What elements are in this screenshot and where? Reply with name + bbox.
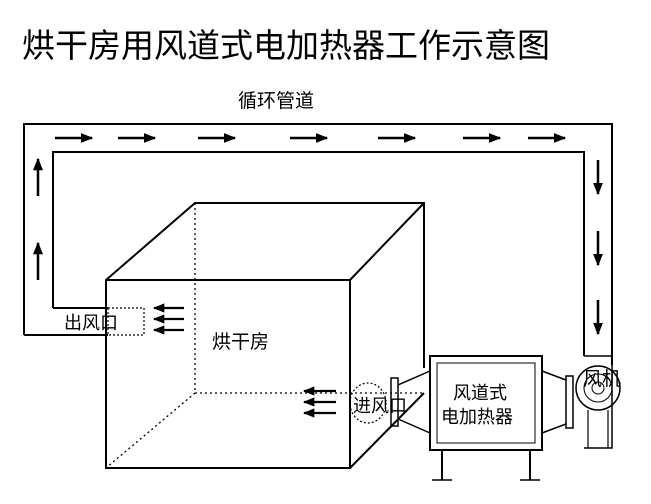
heater-label-line2: 电加热器	[441, 407, 513, 428]
inlet-opening	[349, 382, 387, 424]
duct-inner-wall	[52, 151, 585, 356]
fan	[575, 355, 621, 449]
drying-room-front-face	[105, 279, 351, 469]
heater-body-inner	[436, 362, 536, 444]
inlet-label: 进风口	[353, 396, 407, 417]
heater-label-line1: 风道式	[453, 383, 507, 404]
drying-room-top-right	[105, 202, 425, 368]
outlet-arrows	[152, 303, 184, 335]
duct-heater	[429, 355, 543, 481]
drying-room-side-edge	[349, 392, 425, 469]
diagram-title: 烘干房用风道式电加热器工作示意图	[22, 26, 550, 65]
drying-room-hidden-floor	[105, 392, 196, 469]
outlet-flange	[541, 370, 574, 434]
drying-room-label: 烘干房	[212, 331, 269, 353]
inlet-flange	[390, 370, 431, 434]
fan-housing	[584, 355, 613, 449]
duct-outer-wall	[23, 123, 613, 365]
fan-icon	[575, 365, 621, 411]
drying-room	[105, 202, 425, 469]
heater-body-outer	[429, 355, 543, 451]
circulation-duct-label: 循环管道	[238, 90, 314, 112]
inlet-arrows	[302, 386, 336, 418]
fan-label: 风机	[583, 368, 621, 390]
outlet-opening	[107, 307, 145, 336]
circulation-duct	[23, 123, 613, 365]
outlet-label: 出风口	[64, 313, 118, 334]
drying-room-top-edge	[349, 202, 425, 281]
flow-arrows	[33, 133, 603, 336]
